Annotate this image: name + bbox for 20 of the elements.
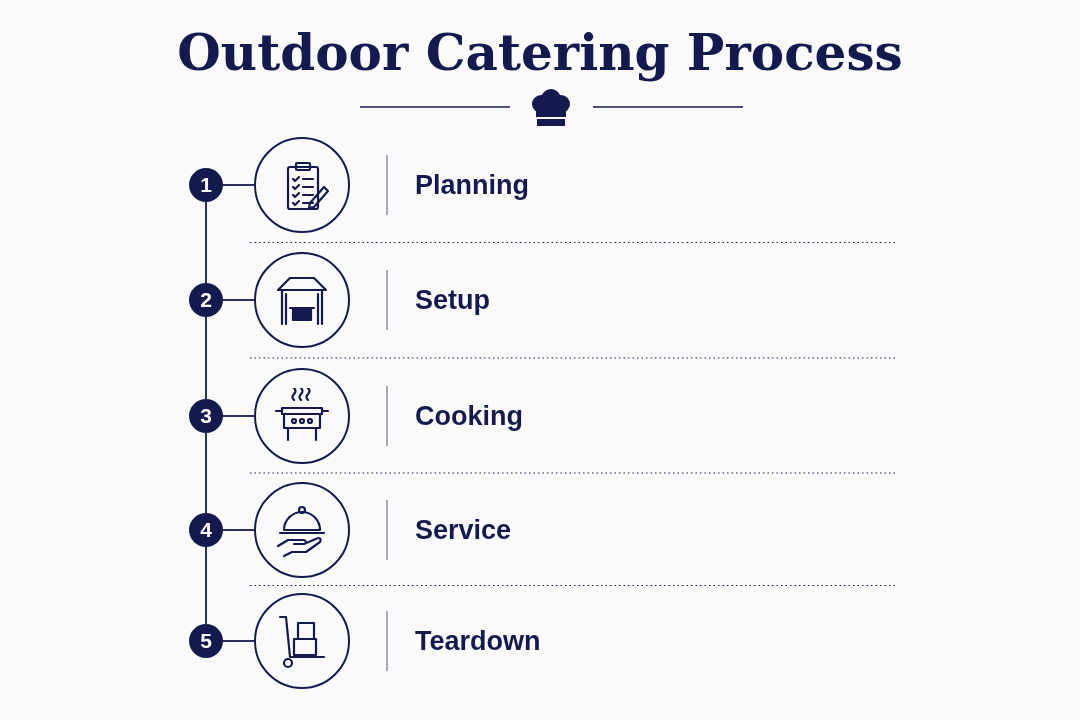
- step-label: Cooking: [415, 400, 523, 433]
- connector-line: [222, 415, 255, 417]
- connector-line: [222, 184, 255, 186]
- step-number: 5: [189, 624, 223, 658]
- step-label: Planning: [415, 169, 529, 202]
- step-label: Setup: [415, 284, 490, 317]
- step-number: 4: [189, 513, 223, 547]
- connector-line: [222, 529, 255, 531]
- connector-line: [205, 546, 207, 625]
- connector-line: [222, 299, 255, 301]
- title: Outdoor Catering Process: [176, 22, 904, 84]
- step-label: Teardown: [415, 625, 541, 658]
- step-label: Service: [415, 514, 512, 547]
- step-number: 2: [189, 283, 223, 317]
- connector-line: [222, 640, 255, 642]
- connector-line: [205, 316, 207, 400]
- connector-line: [205, 201, 207, 284]
- step-number: 3: [189, 399, 223, 433]
- connector-line: [205, 432, 207, 514]
- step-number: 1: [189, 168, 223, 202]
